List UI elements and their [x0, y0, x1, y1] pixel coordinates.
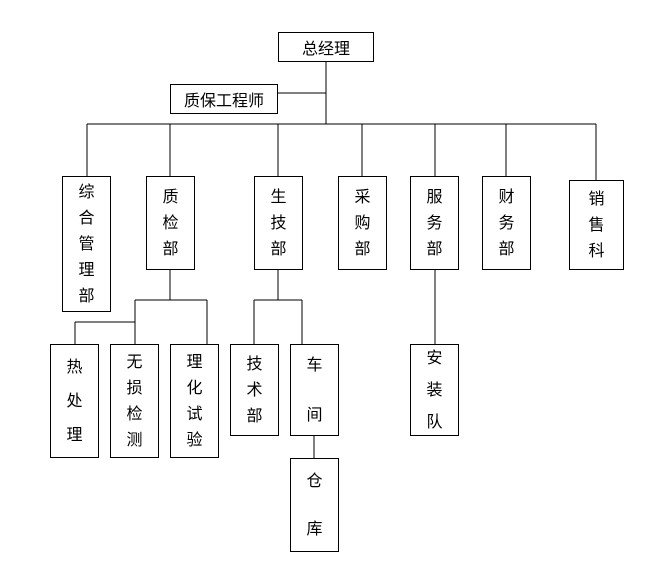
- node-finance-dept: 财务部: [482, 176, 531, 270]
- node-production-dept: 生技部: [254, 176, 303, 270]
- node-physchem-test: 理化试验: [170, 344, 219, 458]
- node-general-manager: 总经理: [278, 32, 374, 62]
- node-label: 采购部: [354, 187, 371, 258]
- node-qa-engineer: 质保工程师: [170, 84, 278, 114]
- node-label: 车间: [306, 355, 323, 424]
- node-label: 质检部: [162, 187, 179, 258]
- node-label: 财务部: [498, 187, 515, 258]
- node-label: 总经理: [301, 39, 350, 58]
- node-label: 理化试验: [186, 352, 203, 449]
- node-label: 技术部: [246, 354, 263, 425]
- node-ndt: 无损检测: [110, 344, 159, 458]
- node-label: 质保工程师: [183, 91, 264, 110]
- node-purchasing-dept: 采购部: [338, 176, 387, 270]
- node-label: 综合管理部: [78, 182, 95, 305]
- node-quality-dept: 质检部: [146, 176, 195, 270]
- node-label: 无损检测: [126, 352, 143, 449]
- node-label: 安装队: [426, 348, 443, 431]
- node-admin-dept: 综合管理部: [62, 176, 111, 312]
- node-label: 热处理: [66, 357, 83, 444]
- node-label: 服务部: [426, 187, 443, 258]
- node-sales-dept: 销售科: [569, 180, 624, 270]
- node-install-team: 安装队: [410, 344, 459, 436]
- node-label: 仓库: [306, 471, 323, 538]
- node-workshop: 车间: [290, 344, 339, 436]
- node-label: 销售科: [588, 189, 605, 260]
- node-service-dept: 服务部: [410, 176, 459, 270]
- node-heat-treatment: 热处理: [50, 344, 99, 458]
- node-technical-dept: 技术部: [230, 344, 279, 436]
- node-warehouse: 仓库: [290, 458, 339, 552]
- node-label: 生技部: [270, 187, 287, 258]
